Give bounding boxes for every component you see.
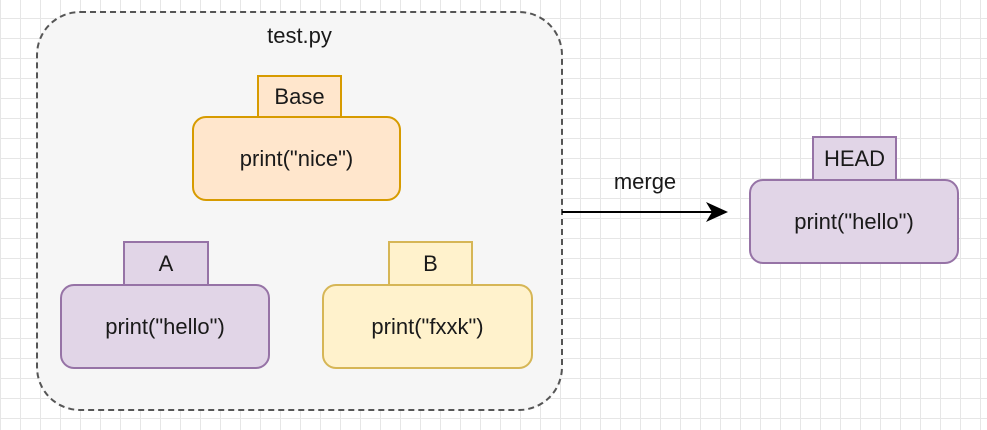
base-tag: Base <box>257 75 342 118</box>
merge-arrow-icon <box>562 202 728 222</box>
b-code-card: print("fxxk") <box>322 284 533 369</box>
head-code-card: print("hello") <box>749 179 959 264</box>
base-code-card: print("nice") <box>192 116 401 201</box>
merge-label: merge <box>613 169 677 194</box>
a-code-card: print("hello") <box>60 284 270 369</box>
container-title: test.py <box>267 23 332 48</box>
a-tag: A <box>123 241 209 286</box>
head-tag: HEAD <box>812 136 897 181</box>
b-tag: B <box>388 241 473 286</box>
merge-arrow-head <box>706 202 728 222</box>
